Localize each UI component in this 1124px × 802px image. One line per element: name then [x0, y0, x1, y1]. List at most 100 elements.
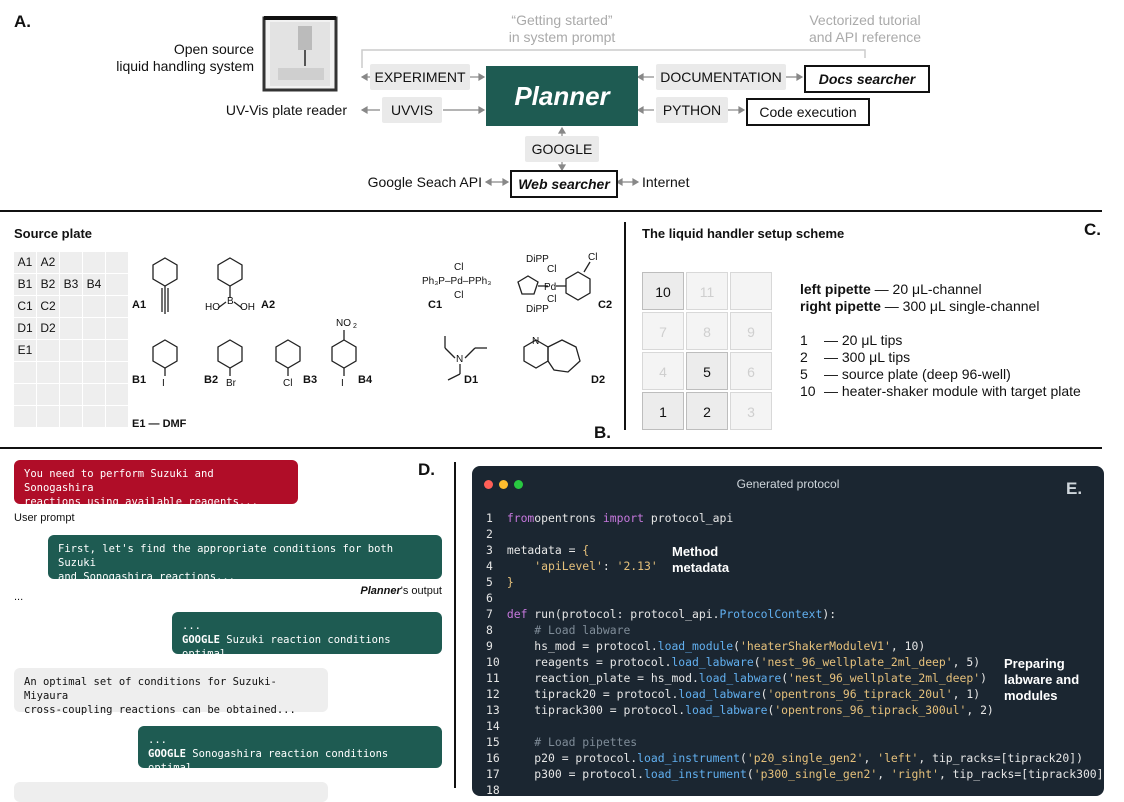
code-window-title: Generated protocol — [736, 477, 840, 491]
planner-output-label: Planner's output — [360, 585, 442, 597]
plate-well: D1 — [14, 318, 36, 339]
next-response-bubble — [14, 782, 328, 802]
line-number: 5 — [486, 575, 493, 589]
panel-letter-b: B. — [594, 423, 611, 442]
label-b2: B2 — [204, 374, 219, 386]
svg-text:Cl: Cl — [454, 290, 463, 301]
line-number: 10 — [486, 655, 500, 669]
plate-well: A1 — [14, 252, 36, 273]
line-number: 13 — [486, 703, 500, 717]
plate-well — [14, 362, 36, 383]
code-token: , tip_racks=[tiprack20]) — [918, 751, 1083, 765]
vectorized-tutorial-note: Vectorized tutorial and API reference — [808, 12, 922, 45]
plate-well — [83, 318, 105, 339]
code-token: { — [582, 543, 590, 557]
deck-slot: 1 — [642, 392, 684, 430]
code-line: 11 reaction_plate = hs_mod.load_labware(… — [486, 670, 987, 686]
panel-letter-a: A. — [14, 12, 31, 31]
code-token: 'right' — [890, 767, 939, 781]
panel-letter-e: E. — [1066, 479, 1083, 498]
code-token: 'heaterShakerModuleV1' — [740, 639, 891, 653]
code-token: , 5) — [952, 655, 981, 669]
svg-text:N: N — [532, 336, 539, 347]
user-prompt-label: User prompt — [14, 512, 75, 524]
method-metadata-note: Method metadata — [672, 544, 730, 575]
arrow-python — [636, 105, 644, 115]
code-token: ProtocolContext — [719, 607, 823, 621]
code-line: 14 — [486, 718, 507, 734]
line-number: 12 — [486, 687, 500, 701]
svg-text:Br: Br — [226, 378, 237, 389]
code-token: load_labware — [678, 687, 761, 701]
code-token: , — [863, 751, 878, 765]
code-token — [507, 559, 534, 573]
code-token: , tip_racks=[tiprack300]) — [938, 767, 1104, 781]
arrow-uvvis — [360, 105, 368, 115]
user-prompt-bubble: You need to perform Suzuki and Sonogashi… — [14, 460, 298, 508]
right-pipette-line: right pipette — 300 μL single-channel — [800, 298, 1040, 314]
deck-slot: 5 — [686, 352, 728, 390]
maximize-dot-icon[interactable] — [514, 480, 523, 489]
left-pipette-line: left pipette — 20 μL-channel — [800, 281, 982, 297]
code-token: ( — [760, 687, 768, 701]
plate-well — [37, 340, 59, 361]
liquid-handler-label: Open source liquid handling system — [116, 41, 254, 74]
python-tool[interactable]: PYTHON — [656, 97, 728, 123]
code-token: ( — [767, 703, 775, 717]
code-token — [507, 623, 534, 637]
plate-well — [60, 252, 82, 273]
label-e1: E1 — DMF — [132, 418, 187, 430]
plate-well — [83, 252, 105, 273]
close-dot-icon[interactable] — [484, 480, 493, 489]
plate-well — [106, 384, 128, 405]
label-b4: B4 — [358, 374, 373, 386]
legend-num: 2 — [800, 349, 808, 365]
plate-well — [37, 406, 59, 427]
line-number: 16 — [486, 751, 500, 765]
arrow-api — [484, 177, 510, 187]
plate-well — [14, 384, 36, 405]
uvvis-tool[interactable]: UVVIS — [382, 97, 442, 123]
code-token: opentrons — [534, 511, 603, 525]
plate-reader-label: UV-Vis plate reader — [225, 102, 347, 118]
code-line: 16 p20 = protocol.load_instrument('p20_s… — [486, 750, 1083, 766]
plate-well — [83, 296, 105, 317]
plate-well — [60, 384, 82, 405]
plate-well: E1 — [14, 340, 36, 361]
docs-searcher-box: Docs searcher — [804, 65, 930, 93]
code-token: p300 = protocol. — [506, 767, 645, 781]
code-line: 9 hs_mod = protocol.load_module('heaterS… — [486, 638, 925, 654]
plate-well: B1 — [14, 274, 36, 295]
legend-num: 10 — [800, 383, 816, 399]
code-line: 12 tiprack20 = protocol.load_labware('op… — [486, 686, 980, 702]
deck-slot: 9 — [730, 312, 772, 350]
code-window: Generated protocol E. 1 fromopentrons im… — [472, 466, 1104, 796]
c2-imidazole — [517, 275, 539, 295]
code-token: ( — [733, 639, 741, 653]
code-token: 'left' — [877, 751, 919, 765]
label-a1: A1 — [132, 299, 147, 311]
svg-text:Cl: Cl — [283, 378, 292, 389]
code-token: tiprack20 = protocol. — [506, 687, 679, 701]
documentation-tool[interactable]: DOCUMENTATION — [656, 64, 786, 90]
code-token: reagents = protocol. — [506, 655, 672, 669]
code-line: 5 } — [486, 574, 514, 590]
experiment-tool[interactable]: EXPERIMENT — [370, 64, 470, 90]
deck-slot: 6 — [730, 352, 772, 390]
plate-well — [83, 384, 105, 405]
minimize-dot-icon[interactable] — [499, 480, 508, 489]
code-line: 15 # Load pipettes — [486, 734, 637, 750]
code-token: hs_mod = protocol. — [506, 639, 658, 653]
plate-well: B3 — [60, 274, 82, 295]
code-token: } — [506, 575, 514, 589]
plate-well — [106, 406, 128, 427]
line-number: 8 — [486, 623, 493, 637]
code-line: 7 def run(protocol: protocol_api.Protoco… — [486, 606, 836, 622]
code-token: ( — [740, 751, 747, 765]
google-tool[interactable]: GOOGLE — [525, 136, 599, 162]
bracket-line — [361, 49, 866, 68]
code-line: 13 tiprack300 = protocol.load_labware('o… — [486, 702, 994, 718]
svg-text:DiPP: DiPP — [526, 304, 549, 315]
